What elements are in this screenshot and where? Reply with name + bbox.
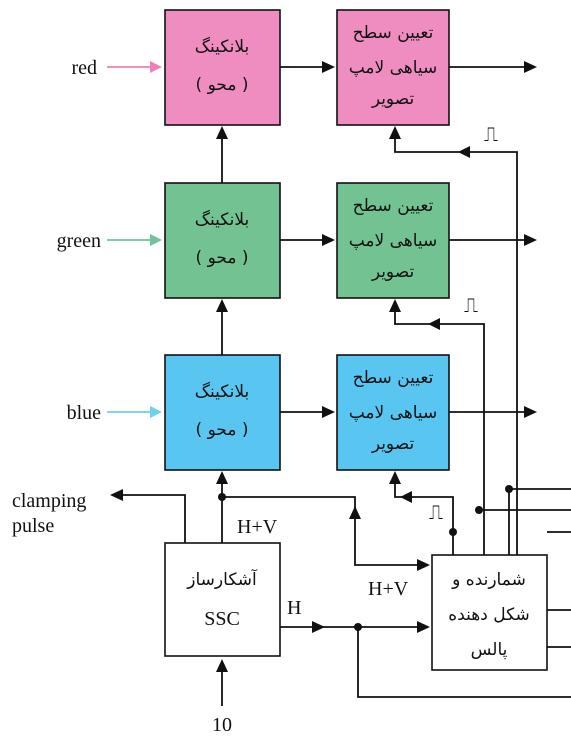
pulse-symbol-blue: ⎍: [429, 502, 443, 524]
level-green-line1: تعیین سطح: [353, 196, 434, 216]
blanking-red-subtitle: ( محو ): [196, 75, 249, 95]
blanking-blue-subtitle: ( محو ): [196, 420, 249, 440]
green-input-label: green: [57, 230, 101, 252]
counter-line2: شکل دهنده: [448, 605, 529, 625]
ssc-code: SSC: [204, 608, 240, 630]
junction-dot: [475, 506, 483, 514]
blue-input-arrowhead: [150, 406, 162, 418]
pulse-symbol-red: ⎍: [484, 124, 498, 146]
arrowhead: [428, 318, 440, 330]
pulse-to-blue-level-wire: [394, 483, 454, 555]
hv-mid-label: H+V: [368, 578, 409, 600]
ssc-detector-block: [164, 542, 281, 657]
black-level-green-block: [336, 182, 450, 299]
level-red-line3: تصویر: [371, 89, 415, 109]
clamping-label-line1: clamping: [12, 490, 86, 512]
arrowhead: [216, 299, 228, 312]
arrowhead: [322, 406, 335, 418]
arrowhead: [524, 234, 537, 246]
arrowhead: [216, 126, 228, 139]
arrowhead: [322, 61, 335, 73]
level-blue-line3: تصویر: [371, 434, 415, 454]
arrowhead: [322, 234, 335, 246]
blanking-blue-title: بلانکینگ: [195, 381, 249, 402]
arrowhead: [389, 471, 401, 484]
junction-dot: [354, 623, 362, 631]
green-input-arrowhead: [150, 234, 162, 246]
level-red-line2: سیاهی لامپ: [349, 58, 438, 78]
arrowhead: [524, 61, 537, 73]
clamping-label-line2: pulse: [12, 515, 54, 537]
junction-dot: [218, 493, 226, 501]
red-input-label: red: [71, 57, 97, 79]
blanking-green-subtitle: ( محو ): [196, 248, 249, 268]
blue-input-label: blue: [67, 402, 102, 424]
pulse-counter-shaper-block: [431, 554, 548, 671]
arrowhead: [389, 299, 401, 312]
level-blue-line2: سیاهی لامپ: [349, 403, 438, 423]
clamping-arrowhead: [110, 489, 123, 501]
sync-input-label: 10: [212, 714, 232, 736]
arrowhead: [349, 506, 361, 519]
blanking-blue-block: [164, 354, 281, 471]
pulse-to-red-level-wire: [394, 138, 518, 555]
arrowhead: [417, 621, 430, 633]
arrowhead: [417, 559, 430, 571]
counter-line1: شمارنده و: [451, 570, 526, 590]
level-green-line3: تصویر: [371, 262, 415, 282]
hv-top-label: H+V: [237, 516, 278, 538]
black-level-red-block: [336, 9, 450, 126]
blanking-red-block: [164, 9, 281, 126]
blanking-green-block: [164, 182, 281, 299]
h-loop-wire: [357, 627, 571, 698]
pulse-symbol-green: ⎍: [464, 295, 478, 317]
junction-dot: [505, 485, 513, 493]
arrowhead: [312, 621, 325, 633]
arrowhead: [389, 126, 401, 139]
level-green-line2: سیاهی لامپ: [349, 231, 438, 251]
level-red-line1: تعیین سطح: [353, 23, 434, 43]
blanking-green-title: بلانکینگ: [195, 209, 249, 230]
arrowhead: [216, 471, 228, 484]
arrowhead: [400, 491, 412, 503]
ssc-title: آشکارساز: [186, 568, 258, 590]
blanking-red-title: بلانکینگ: [195, 36, 249, 57]
black-level-blue-block: [336, 354, 450, 471]
sync-input-arrowhead: [216, 659, 228, 672]
arrowhead: [458, 146, 470, 158]
clamping-pulse-wire: [122, 494, 186, 543]
level-blue-line1: تعیین سطح: [353, 368, 434, 388]
h-label: H: [287, 597, 301, 619]
arrowhead: [524, 406, 537, 418]
hv-branch-wire: [222, 496, 418, 566]
counter-line3: پالس: [471, 640, 508, 660]
junction-dot: [449, 528, 457, 536]
red-input-arrowhead: [150, 61, 162, 73]
